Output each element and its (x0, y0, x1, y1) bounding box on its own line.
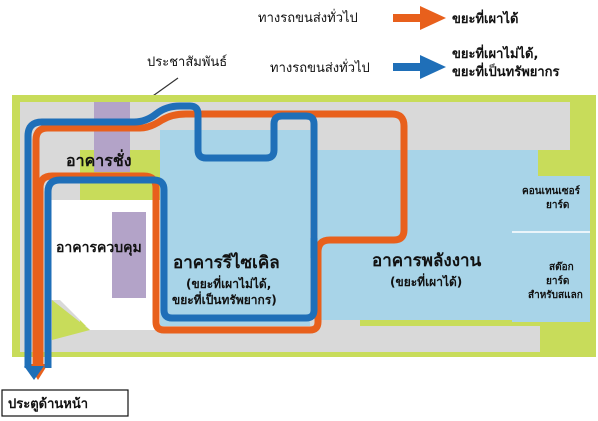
non-burnable-route (24, 102, 318, 368)
site-map: อาคารชั่ง อาคารควบคุม อาคารรีไซเคิล (ขยะ… (12, 95, 596, 380)
yards-block (512, 176, 590, 322)
stock-yard-label-3: สำหรับสแลก (528, 289, 583, 301)
weigh-building-label: อาคารชั่ง (66, 149, 132, 170)
control-building-label: อาคารควบคุม (56, 240, 142, 256)
front-gate: ประตูด้านหน้า (1, 389, 129, 417)
legend-general-route-label: ทางรถขนส่งทั่วไป (258, 9, 358, 26)
stock-yard-label-2: ยาร์ด (546, 275, 569, 287)
burnable-arrow-icon (393, 6, 446, 30)
control-purple-block (112, 212, 146, 298)
recycle-building-sub1: (ขยะที่เผาไม่ได้, (186, 275, 271, 291)
energy-building (318, 150, 538, 320)
legend-non-burnable-line1: ขยะที่เผาไม่ได้, (452, 44, 538, 62)
container-yard-label-1: คอนเทนเซอร์ (522, 185, 581, 197)
public-relations-label: ประชาสัมพันธ์ (147, 54, 227, 70)
legend-non-burnable-line2: ขยะที่เป็นทรัพยากร (452, 62, 560, 80)
energy-building-sub: (ขยะที่เผาได้) (390, 273, 462, 289)
stock-yard-label-1: สต๊อก (549, 261, 574, 273)
legend-non-burnable-route-label: ทางรถขนส่งทั่วไป (270, 59, 370, 76)
container-yard-label-2: ยาร์ด (546, 199, 569, 211)
energy-building-label: อาคารพลังงาน (372, 251, 482, 271)
recycle-building-sub2: ขยะที่เป็นทรัพยากร) (172, 291, 277, 307)
front-gate-label: ประตูด้านหน้า (8, 396, 88, 412)
front-gate-box (1, 389, 129, 417)
recycle-building (160, 130, 310, 326)
non-burnable-arrow-icon (393, 55, 446, 79)
recycle-building-label: อาคารรีไซเคิล (173, 252, 280, 273)
legend: ทางรถขนส่งทั่วไป ขยะที่เผาได้ ทางรถขนส่ง… (135, 6, 560, 109)
lower-left-lawn (52, 300, 90, 340)
non-burnable-route-arrowhead (24, 366, 44, 380)
public-relations-block (94, 102, 130, 172)
legend-burnable-label: ขยะที่เผาได้ (452, 9, 518, 27)
